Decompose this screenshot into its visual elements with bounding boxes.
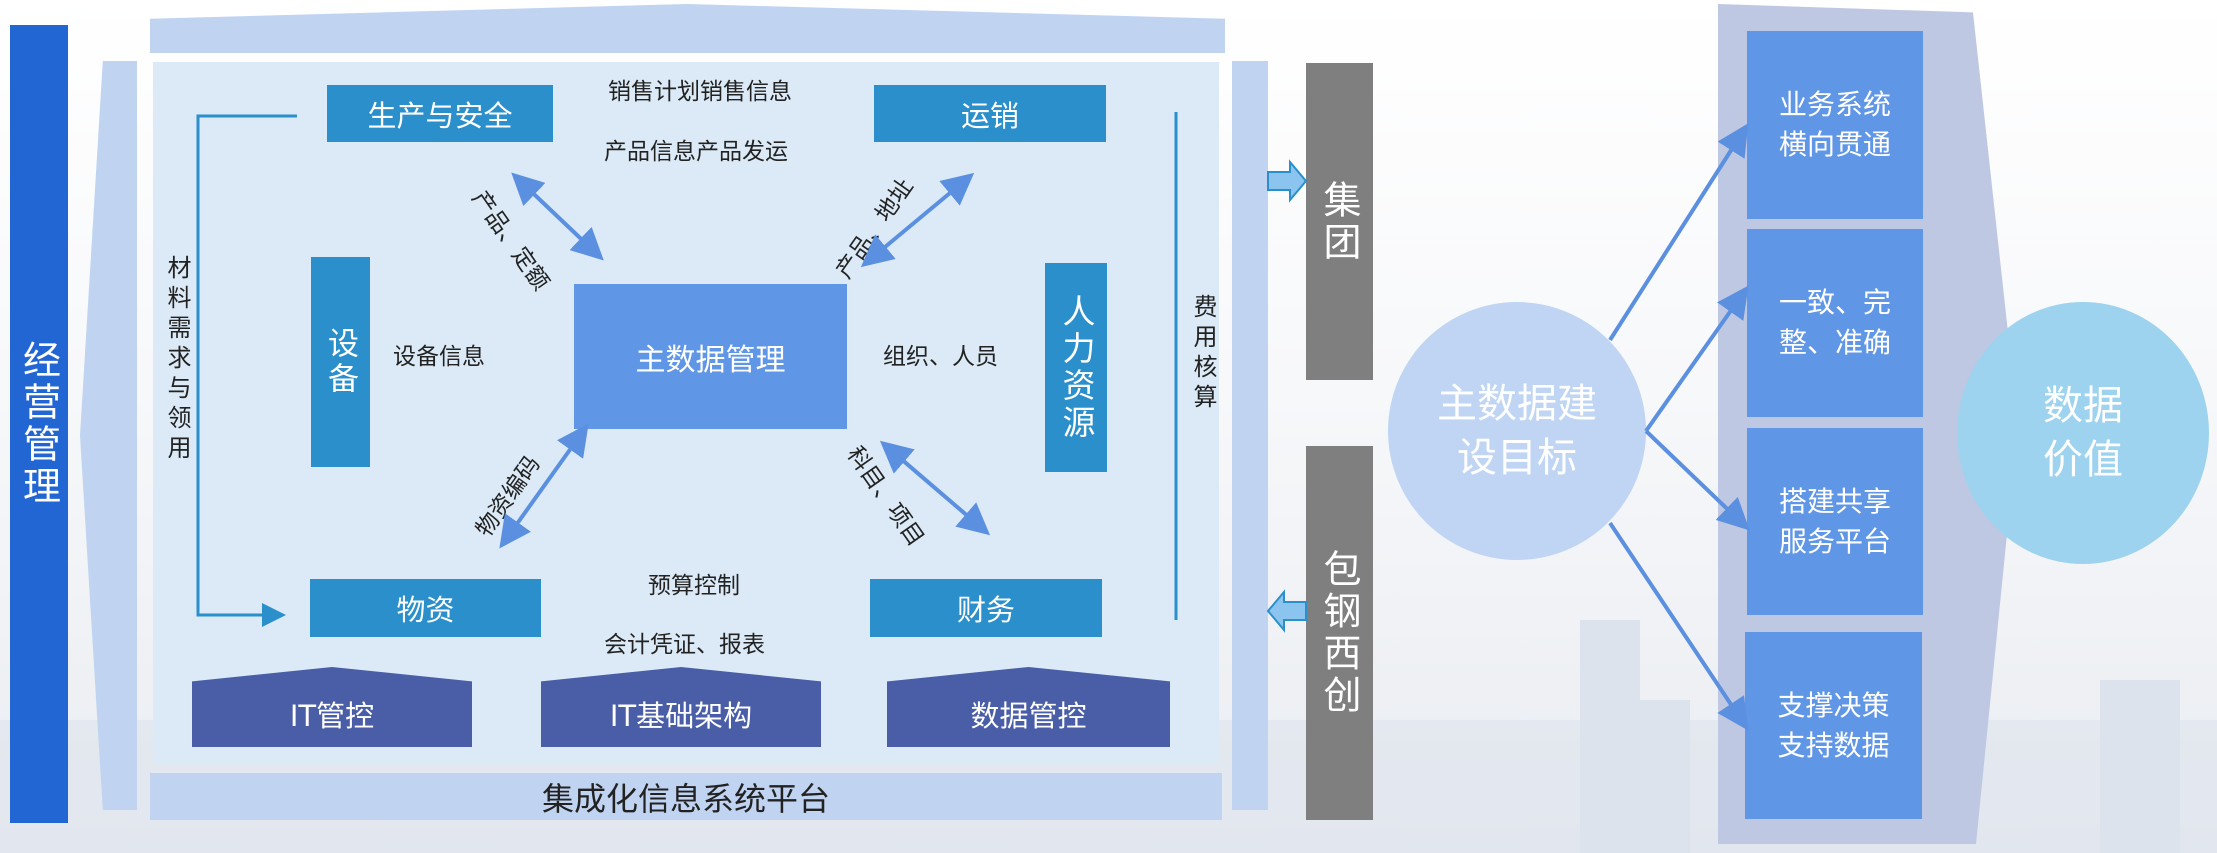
baogang-xichuang-box[interactable]: 包钢西创 (1306, 446, 1373, 820)
label-product-info: 产品信息产品发运 (604, 139, 788, 165)
label-org-people: 组织、人员 (883, 344, 998, 370)
module-materials[interactable]: 物资 (310, 579, 541, 637)
arrow-sales-core (860, 172, 975, 268)
platform-bar: 集成化信息系统平台 (150, 773, 1222, 820)
foundation-it-control[interactable]: IT管控 (192, 667, 472, 747)
module-sales[interactable]: 运销 (874, 85, 1106, 142)
goal-text: 业务系统横向贯通 (1778, 88, 1891, 161)
arrow-materials-core (499, 423, 589, 549)
arrow-from-baogang (1266, 589, 1307, 633)
foundation-it-infrastructure[interactable]: IT基础架构 (541, 667, 821, 747)
label-sales-plan: 销售计划销售信息 (608, 79, 792, 105)
foundation-data-control[interactable]: 数据管控 (887, 667, 1170, 747)
arrow-goal-4 (1608, 521, 1749, 731)
goal-text: 一致、完整、准确 (1778, 286, 1891, 359)
right-pillar (1232, 61, 1268, 810)
goal-box: 业务系统横向贯通 (1747, 31, 1923, 219)
module-hr[interactable]: 人力资源 (1045, 263, 1107, 472)
data-value-circle: 数据价值 (1957, 302, 2209, 564)
skyline-building (2100, 680, 2180, 853)
module-equipment[interactable]: 设备 (311, 257, 370, 467)
goal-text: 搭建共享服务平台 (1778, 484, 1891, 558)
label-equipment-info: 设备信息 (393, 344, 485, 370)
goal-box: 搭建共享服务平台 (1747, 428, 1923, 615)
label-budget: 预算控制 (648, 573, 740, 599)
arrow-goal-3 (1644, 429, 1750, 531)
arrow-finance-core (879, 440, 991, 536)
label-accounting: 会计凭证、报表 (604, 632, 765, 658)
material-demand-connector (196, 114, 297, 627)
group-box[interactable]: 集团 (1306, 63, 1373, 380)
arrow-to-group (1267, 159, 1308, 203)
goal-text: 支撑决策支持数据 (1777, 688, 1890, 762)
goal-circle: 主数据建设目标 (1388, 302, 1646, 560)
label-cost-accounting: 费用核算 (1189, 294, 1217, 414)
module-finance[interactable]: 财务 (870, 579, 1102, 637)
arrow-production-core (511, 172, 604, 261)
goal-box: 支撑决策支持数据 (1745, 632, 1922, 819)
arrow-goal-2 (1644, 285, 1749, 433)
business-management-bar: 经营管理 (10, 25, 68, 823)
module-production[interactable]: 生产与安全 (327, 85, 553, 142)
label-material-demand: 材料需求与领用 (163, 255, 191, 465)
module-master-data[interactable]: 主数据管理 (574, 284, 847, 429)
goal-box: 一致、完整、准确 (1747, 229, 1923, 417)
arrow-goal-1 (1608, 123, 1749, 342)
skyline-building (1600, 700, 1690, 853)
